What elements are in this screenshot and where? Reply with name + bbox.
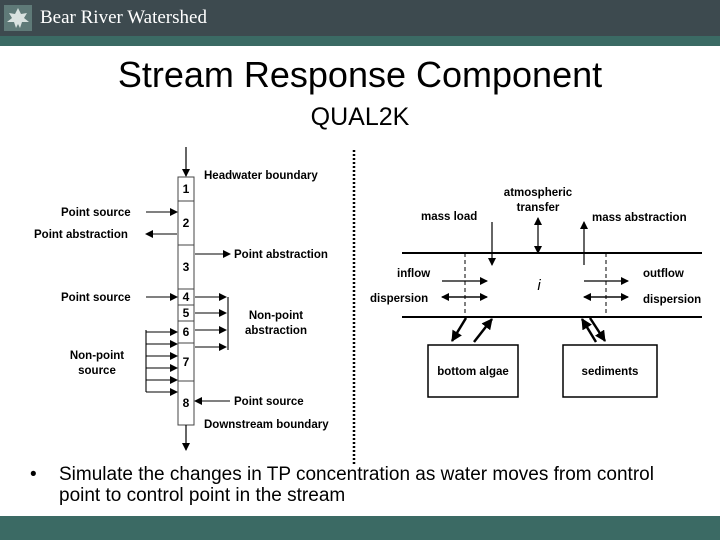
nonpoint-abstraction-label: Non-point <box>249 310 303 322</box>
bottom-algae-label: bottom algae <box>437 366 509 378</box>
reach-number: 6 <box>183 325 190 339</box>
brand-name: Bear River Watershed <box>40 7 207 28</box>
leaf-logo-icon <box>4 5 32 31</box>
nonpoint-abstraction-arrows <box>195 293 229 351</box>
header-accent-bar <box>0 36 720 46</box>
reach-number: 7 <box>183 355 190 369</box>
mass-balance-diagram: atmospheric transfer mass load mass abst… <box>370 187 702 398</box>
nonpoint-source-label: Non-point <box>70 350 124 362</box>
atmospheric-transfer-label: atmospheric <box>504 187 573 199</box>
slide-title: Stream Response Component <box>117 54 603 95</box>
nonpoint-source-arrows <box>145 328 178 396</box>
sediments-box <box>562 344 658 398</box>
point-source-label: Point source <box>61 207 131 219</box>
sediments-exchange-arrow <box>588 317 607 342</box>
bottom-algae-exchange-arrow <box>450 317 468 342</box>
element-index-label: i <box>537 277 541 294</box>
point-abstraction-label: Point abstraction <box>34 229 128 241</box>
bullet-marker: • <box>30 464 37 485</box>
bottom-algae-exchange-arrow <box>473 318 493 343</box>
dispersion-label: dispersion <box>643 294 701 306</box>
outflow-label: outflow <box>643 268 684 280</box>
headwater-boundary-label: Headwater boundary <box>204 170 318 182</box>
reach-number: 5 <box>183 306 190 320</box>
dispersion-label: dispersion <box>370 293 428 305</box>
sediments-label: sediments <box>582 366 639 378</box>
nonpoint-abstraction-label: abstraction <box>245 325 307 337</box>
qual2k-diagram: 1 2 3 4 5 6 7 8 <box>34 147 702 465</box>
point-source-label: Point source <box>61 292 131 304</box>
footer-bar <box>0 516 720 540</box>
mass-load-label: mass load <box>421 211 477 223</box>
sediments-exchange-arrow <box>580 318 598 343</box>
bullet-text: Simulate the changes in TP concentration… <box>59 464 654 506</box>
point-abstraction-label: Point abstraction <box>234 249 328 261</box>
atmospheric-transfer-label: transfer <box>517 202 560 214</box>
header-bar: Bear River Watershed <box>0 0 720 36</box>
inflow-label: inflow <box>397 268 430 280</box>
reach-number: 1 <box>183 182 190 196</box>
reach-number: 4 <box>183 290 190 304</box>
point-source-label: Point source <box>234 396 304 408</box>
slide-subtitle: QUAL2K <box>310 103 410 131</box>
reach-number: 8 <box>183 396 190 410</box>
mass-abstraction-label: mass abstraction <box>592 212 687 224</box>
reach-number: 3 <box>183 260 190 274</box>
nonpoint-source-label: source <box>78 365 116 377</box>
stream-segmentation-diagram: 1 2 3 4 5 6 7 8 <box>34 147 329 451</box>
bottom-algae-box <box>427 344 519 398</box>
downstream-boundary-label: Downstream boundary <box>204 419 329 431</box>
reach-number: 2 <box>183 216 190 230</box>
